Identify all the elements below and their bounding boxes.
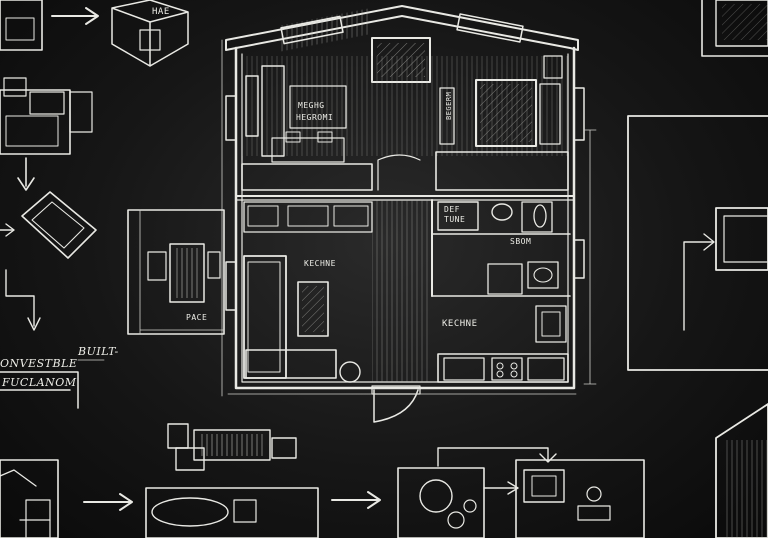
wall-sign-line1: MEGHG bbox=[298, 101, 325, 110]
kitchen-counter bbox=[437, 353, 569, 383]
left-note-builtin: BUILT- bbox=[78, 345, 119, 358]
wall-sign-line2: HEGROMI bbox=[296, 113, 334, 122]
left-sketches bbox=[0, 0, 225, 409]
exterior-walls bbox=[234, 46, 576, 390]
house-plan bbox=[221, 5, 597, 423]
bath-note-line2: TUNE bbox=[444, 215, 466, 224]
sink bbox=[491, 203, 513, 221]
bath-label: SBOM bbox=[510, 237, 532, 246]
top-sketch-label: HAE bbox=[152, 7, 170, 17]
skylight-left bbox=[280, 15, 344, 45]
left-note-line1: ONVESTBLE bbox=[0, 357, 78, 370]
wall-sign bbox=[289, 85, 347, 129]
bed bbox=[475, 79, 537, 147]
bottom-sketches bbox=[0, 423, 645, 538]
bath-note-line1: DEF bbox=[444, 205, 460, 214]
front-door bbox=[373, 389, 419, 423]
kitchen-upper-label: KECHNE bbox=[304, 259, 336, 268]
right-arrow-icon bbox=[331, 491, 381, 509]
stove bbox=[491, 357, 523, 381]
elevation-frame bbox=[627, 115, 768, 371]
loft-railing-right bbox=[435, 151, 569, 191]
right-sketches bbox=[627, 0, 768, 538]
toilet bbox=[533, 204, 547, 228]
loft-railing-left bbox=[241, 163, 373, 191]
kitchen-lower-label: KECHNE bbox=[442, 319, 478, 329]
bathroom-detail bbox=[397, 467, 485, 538]
coffee-table bbox=[297, 281, 329, 337]
bedroom-side-label: BEGERM bbox=[445, 91, 453, 120]
roof-outline bbox=[225, 5, 579, 51]
left-note-line2: FUCLANOM bbox=[2, 376, 77, 389]
down-arrow-icon bbox=[17, 157, 35, 191]
dining-detail-label: PACE bbox=[186, 313, 208, 322]
right-arrow-icon bbox=[51, 7, 99, 25]
dining-sketch bbox=[127, 209, 225, 335]
skylight-right bbox=[456, 13, 524, 43]
right-arrow-icon bbox=[83, 493, 133, 511]
